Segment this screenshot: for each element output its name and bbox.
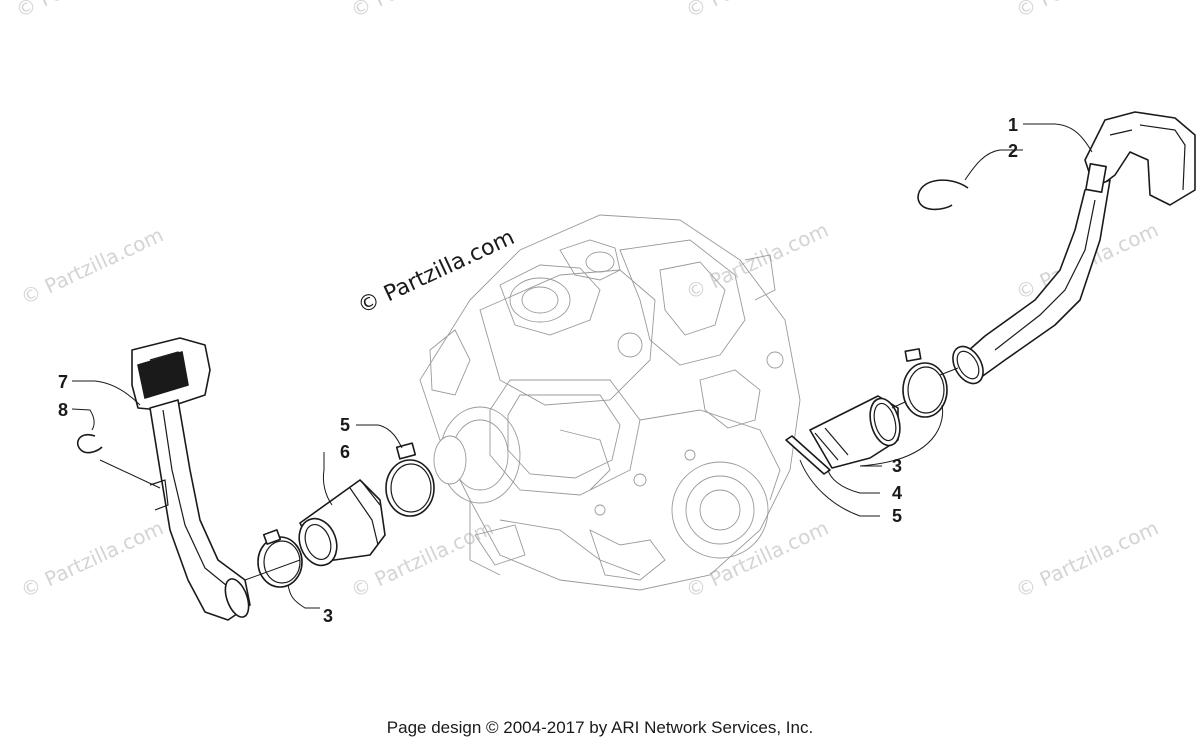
watermark: © Partzilla.com (682, 0, 832, 23)
watermark: © Partzilla.com (12, 0, 162, 23)
callout-2: 2 (1008, 141, 1018, 161)
clip-2 (917, 179, 969, 211)
callout-4: 4 (892, 483, 902, 503)
clip-8 (76, 433, 103, 454)
callout-3-right: 3 (892, 456, 902, 476)
watermark: © Partzilla.com (17, 516, 167, 603)
callout-5-right: 5 (892, 506, 902, 526)
callouts: 1 2 7 8 5 6 3 3 4 5 (58, 115, 1018, 626)
watermark: © Partzilla.com (682, 218, 832, 305)
clamp-3-right (902, 348, 948, 418)
callout-1: 1 (1008, 115, 1018, 135)
gasket-5-right (785, 435, 831, 475)
footer-copyright: Page design © 2004-2017 by ARI Network S… (386, 718, 814, 737)
right-intake-duct (952, 111, 1196, 385)
callout-7: 7 (58, 372, 68, 392)
clamp-3-left (257, 529, 303, 588)
watermark: © Partzilla.com (17, 223, 167, 310)
watermark: © Partzilla.com (682, 516, 832, 603)
watermark: © Partzilla.com (1012, 0, 1162, 23)
callout-8: 8 (58, 400, 68, 420)
watermark: © Partzilla.com (1012, 516, 1162, 603)
callout-3-left: 3 (323, 606, 333, 626)
callout-6: 6 (340, 442, 350, 462)
coupler-4 (809, 395, 901, 469)
clamp-5-left (385, 442, 435, 517)
main-watermark: © Partzilla.com (354, 225, 518, 319)
coupler-6 (298, 479, 386, 567)
left-intake-duct (131, 337, 251, 621)
engine-outline (419, 214, 801, 591)
watermark: © Partzilla.com (347, 0, 497, 23)
callout-5-left: 5 (340, 415, 350, 435)
leader-lines (71, 123, 1093, 609)
